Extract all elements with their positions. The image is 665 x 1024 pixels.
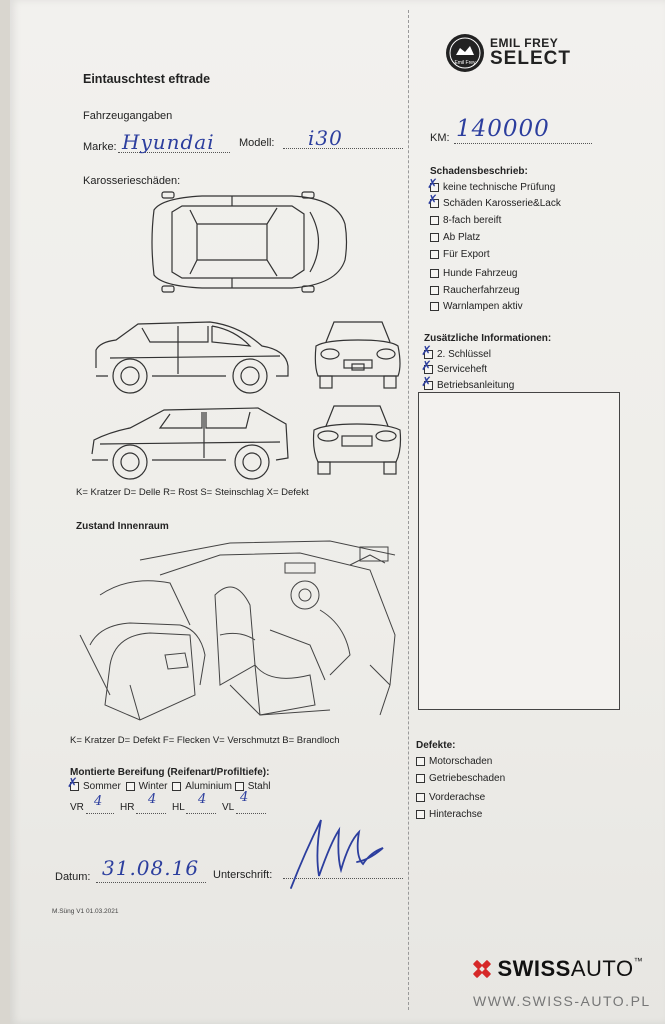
make-underline [118,152,230,153]
damage-item-8-tires[interactable]: 8-fach bereift [430,215,501,226]
body-damage-legend: K= Kratzer D= Delle R= Rost S= Steinschl… [76,487,309,498]
make-label: Marke: [83,141,117,153]
tires-label: Montierte Bereifung (Reifenart/Profiltie… [70,767,270,778]
watermark-tm: ™ [633,956,643,966]
tire-vr-label: VR [70,802,84,813]
damage-item-checkbox[interactable] [430,285,439,295]
damage-item-warning-lights[interactable]: Warnlampen aktiv [430,301,523,312]
defect-item-rear-axle[interactable]: Hinterachse [416,809,482,820]
vehicle-section-heading: Fahrzeugangaben [83,110,173,122]
tire-aluminium-checkbox[interactable] [172,781,182,791]
damage-item-body-paint[interactable]: Schäden Karosserie&Lack [427,193,561,209]
km-value: 140000 [456,116,550,142]
tire-type-options: Sommer Winter Aluminium Stahl [67,776,271,792]
tire-option-stahl[interactable]: Stahl [234,781,271,792]
tire-vr-line [86,813,114,814]
info-item-service-book[interactable]: Serviceheft [421,359,487,375]
car-rear-view-drawing [312,405,402,475]
date-label: Datum: [55,871,91,883]
tire-depth-row: VR 4 HR 4 HL 4 VL 4 [70,790,280,816]
defect-item-checkbox[interactable] [416,756,425,766]
defects-label: Defekte: [416,740,456,751]
defect-item-checkbox[interactable] [416,792,425,802]
tire-hr-line [136,813,166,814]
column-divider [408,10,409,1010]
tire-vl-value: 4 [240,790,250,805]
additional-info-label: Zusätzliche Informationen: [424,333,552,344]
date-value: 31.08.16 [102,856,200,880]
car-front-view-drawing [314,321,401,389]
damage-item-no-technical-check[interactable]: keine technische Prüfung [427,177,555,193]
damage-item-checkbox[interactable] [430,249,439,259]
tire-winter-checkbox[interactable] [125,781,135,791]
car-side-view-left-drawing [95,321,289,394]
tire-vr-value: 4 [94,794,104,809]
defect-item-checkbox[interactable] [416,773,425,783]
tire-sommer-checkbox[interactable] [67,776,79,791]
info-item-second-key[interactable]: 2. Schlüssel [421,344,491,360]
swissauto-logo-icon [473,960,491,978]
damage-item-checkbox[interactable] [430,301,439,311]
car-top-view-drawing [151,191,348,293]
defect-item-engine[interactable]: Motorschaden [416,756,492,767]
tire-hl-value: 4 [198,792,208,807]
info-item-checkbox[interactable] [421,359,433,374]
tire-option-sommer[interactable]: Sommer [67,776,121,792]
watermark-brand-auto: AUTO [570,956,634,981]
signature-label: Unterschrift: [213,869,273,881]
interior-label: Zustand Innenraum [76,521,169,532]
tire-hl-line [186,813,216,814]
tire-hr-label: HR [120,802,135,813]
damage-item-checkbox[interactable] [430,232,439,242]
tire-option-aluminium[interactable]: Aluminium [172,781,232,792]
model-value: i30 [308,126,343,150]
watermark-brand-swiss: SWISS [497,956,571,981]
watermark-url: WWW.SWISS-AUTO.PL [473,993,651,1009]
form-title: Eintauschtest eftrade [83,72,211,86]
defect-item-gearbox[interactable]: Getriebeschaden [416,773,505,784]
tire-option-winter[interactable]: Winter [125,781,167,792]
form-version: M.Süng V1 01.03.2021 [52,908,119,915]
date-underline [96,882,206,883]
damage-item-smoker[interactable]: Raucherfahrzeug [430,285,520,296]
model-underline [283,148,403,149]
info-item-checkbox[interactable] [421,375,433,390]
info-item-checkbox[interactable] [421,344,433,359]
form-sheet: Eintauschtest eftrade Fahrzeugangaben Ma… [10,0,665,1024]
damage-item-checkbox[interactable] [427,193,439,208]
car-side-view-right-drawing [91,407,289,480]
damage-item-ab-platz[interactable]: Ab Platz [430,232,480,243]
brand-line2: SELECT [490,48,571,69]
defect-item-checkbox[interactable] [416,809,425,819]
brand-line1: EMIL FREY [490,36,559,50]
damage-item-checkbox[interactable] [427,177,439,192]
km-underline [454,143,592,144]
tire-hl-label: HL [172,802,185,813]
info-item-manual[interactable]: Betriebsanleitung [421,375,514,391]
handwritten-signature [290,819,384,889]
damage-item-dog-vehicle[interactable]: Hunde Fahrzeug [430,268,518,279]
defect-item-front-axle[interactable]: Vorderachse [416,792,485,803]
body-damage-label: Karosserieschäden: [83,175,181,187]
tire-vl-line [236,813,266,814]
tire-stahl-checkbox[interactable] [234,781,244,791]
signature-underline [283,878,403,879]
damage-description-label: Schadensbeschrieb: [430,166,528,177]
tire-vl-label: VL [222,802,235,813]
make-value: Hyundai [122,130,215,154]
damage-item-checkbox[interactable] [430,268,439,278]
model-label: Modell: [239,137,275,149]
notes-box[interactable] [418,392,620,710]
emil-frey-badge-text: Emil Frey [454,60,476,66]
car-interior-drawing [79,540,396,721]
swissauto-watermark: SWISSAUTO™ [471,956,643,982]
interior-legend: K= Kratzer D= Defekt F= Flecken V= Versc… [70,735,340,746]
damage-item-export[interactable]: Für Export [430,249,490,260]
km-label: KM: [430,132,450,144]
emil-frey-badge-icon: Emil Frey [446,34,484,72]
damage-item-checkbox[interactable] [430,215,439,225]
tire-hr-value: 4 [148,792,158,807]
